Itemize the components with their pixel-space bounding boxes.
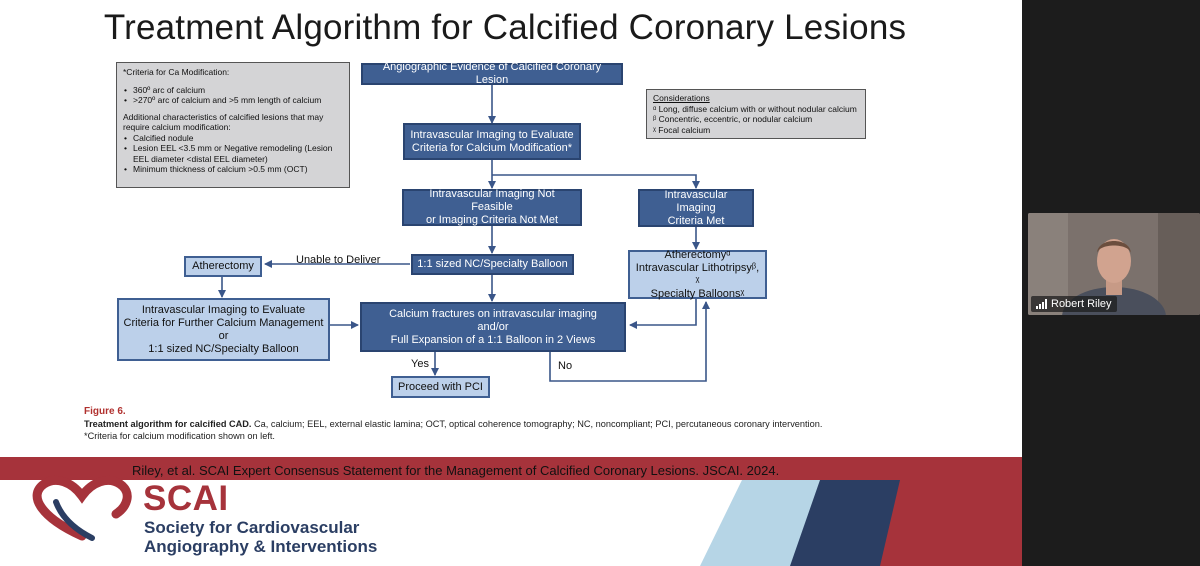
node-label: Criteria for Further Calcium Management [123,316,324,329]
node-calcium-fractures: Calcium fractures on intravascular imagi… [360,302,626,352]
figure-number: Figure 6. [84,406,126,417]
edge-tx-to-fractures [629,299,697,329]
flow-connectors [218,85,710,382]
considerations-item: ᵝ Concentric, eccentric, or nodular calc… [653,114,813,124]
node-treatments: Atherectomyᵅ Intravascular Lithotripsyᵝ,… [628,248,767,300]
figure-title: Treatment algorithm for calcified CAD. [84,419,252,429]
criteria-additional-item: Minimum thickness of calcium >0.5 mm (OC… [124,164,343,175]
node-label: Atherectomyᵅ [664,248,731,261]
edge-label-unable: Unable to Deliver [296,254,381,266]
participant-name: Robert Riley [1051,298,1112,310]
node-label: and/or [477,320,509,333]
node-label: Calcium fractures on intravascular imagi… [389,307,597,320]
considerations-heading: Considerations [653,93,710,103]
node-label: 1:1 sized NC/Specialty Balloon [417,258,568,270]
edge-fractures-no-loop [549,301,710,382]
considerations-note: Considerations ᵅ Long, diffuse calcium w… [646,89,866,139]
footer-red-shape [880,480,1022,566]
criteria-additional-item: Lesion EEL <3.5 mm or Negative remodelin… [124,143,343,164]
node-label: Criteria for Calcium Modification* [411,141,573,154]
node-label: Specialty Balloonsᵡ [650,287,745,300]
figure-caption: Figure 6. Treatment algorithm for calcif… [84,406,984,442]
node-not-feasible: Intravascular Imaging Not Feasible or Im… [402,188,582,226]
edge-label-yes: Yes [411,358,429,370]
node-angiographic: Angiographic Evidence of Calcified Coron… [361,61,623,86]
node-label: Intravascular Lithotripsyᵝ, ᵡ [635,261,760,287]
node-label: Intravascular Imaging to Evaluate [410,128,574,141]
participant-name-tag: Robert Riley [1031,296,1117,312]
considerations-item: ᵡ Focal calcium [653,124,711,135]
node-label: Intravascular Imaging Not Feasible [429,188,555,213]
criteria-heading: *Criteria for Ca Modification: [123,67,230,77]
citation: Riley, et al. SCAI Expert Consensus Stat… [132,463,780,478]
figure-caption-line: Treatment algorithm for calcified CAD. C… [84,418,984,430]
org-short-name: SCAI [143,479,229,518]
edge-label-no: No [558,360,573,372]
criteria-note: *Criteria for Ca Modification: 360º arc … [116,62,350,188]
signal-icon [1036,299,1048,309]
node-label: Angiographic Evidence of Calcified Coron… [382,61,602,86]
node-label: Intravascular Imaging to Evaluate [141,303,306,316]
edge-ivi-to-criteriamet [492,174,700,189]
footer-decoration [0,457,1022,566]
slide-title: Treatment Algorithm for Calcified Corona… [103,8,907,47]
considerations-item: ᵅ Long, diffuse calcium with or without … [653,103,857,114]
node-criteria-met: Intravascular Imaging Criteria Met [638,189,754,227]
criteria-item: 360º arc of calcium [124,85,321,96]
node-label: or Imaging Criteria Not Met [425,214,559,226]
shared-slide: Treatment Algorithm for Calcified Corona… [0,0,1022,566]
node-label: Proceed with PCI [398,380,483,393]
node-label: or [218,329,229,342]
footer-red-bar [0,457,1022,480]
figure-note: *Criteria for calcium modification shown… [84,431,275,441]
node-label: Atherectomy [192,260,254,272]
node-label: Intravascular Imaging [664,188,728,214]
node-atherectomy: Atherectomy [184,256,262,277]
org-name-line1: Society for Cardiovascular [144,518,360,537]
criteria-additional-item: Calcified nodule [124,133,343,144]
node-nc-balloon: 1:1 sized NC/Specialty Balloon [411,254,574,275]
node-ivi-evaluate: Intravascular Imaging to Evaluate Criter… [403,123,581,160]
node-label: 1:1 sized NC/Specialty Balloon [148,342,299,355]
figure-caption-text: Ca, calcium; EEL, external elastic lamin… [251,419,823,429]
criteria-item: >270º arc of calcium and >5 mm length of… [124,95,321,106]
scai-logo-icon [32,476,132,541]
org-name-line2: Angiography & Interventions [144,537,378,556]
node-further-management: Intravascular Imaging to Evaluate Criter… [117,298,330,361]
criteria-additional-heading: Additional characteristics of calcified … [123,111,324,133]
node-proceed-pci: Proceed with PCI [391,376,490,398]
node-label: Full Expansion of a 1:1 Balloon in 2 Vie… [390,333,596,346]
node-label: Criteria Met [667,214,725,227]
